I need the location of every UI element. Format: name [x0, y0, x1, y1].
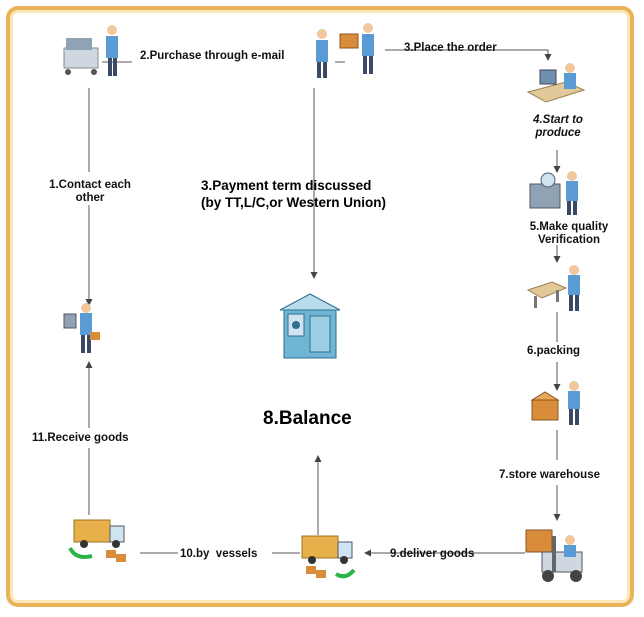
step-5-line-1: 5.Make quality: [529, 221, 609, 233]
inspection-worker-icon: [526, 265, 580, 311]
bank-safe-icon: [279, 293, 341, 359]
connector-3-4: [385, 49, 552, 61]
computer-desk-worker-icon: [526, 63, 586, 103]
step-9-deliver-label: 9.deliver goods: [390, 548, 475, 560]
step-1-text: 1.Contact each other: [49, 179, 131, 204]
receiving-truck-icon: [68, 519, 126, 562]
businessman-briefcase-icon: [63, 303, 100, 353]
step-3-place-order-label: 3.Place the order: [404, 42, 497, 54]
step-4-line-2: produce: [535, 127, 581, 139]
step-6-packing-label: 6.packing: [527, 345, 581, 357]
office-worker-cart-icon: [63, 25, 118, 76]
diagram-frame: [6, 6, 634, 607]
payment-term-line-2: (by TT,L/C,or Western Union): [201, 195, 386, 210]
forklift-worker-icon: [525, 529, 583, 582]
step-2-purchase-label: 2.Purchase through e-mail: [140, 50, 285, 62]
two-people-exchange-icon: [316, 23, 374, 78]
step-1-contact-label: 1.Contact each other: [36, 179, 144, 205]
step-11-receive-label: 11.Receive goods: [32, 432, 129, 444]
step-10-vessels-label: 10.by vessels: [180, 548, 258, 560]
delivery-truck-icon: [301, 535, 356, 579]
step-3-payment-term-label: 3.Payment term discussed (by TT,L/C,or W…: [201, 177, 386, 211]
step-5-quality-label: 5.Make quality Verification: [516, 221, 622, 247]
step-4-line-1: 4.Start to: [533, 114, 583, 126]
step-7-store-label: 7.store warehouse: [499, 469, 600, 481]
payment-term-line-1: 3.Payment term discussed: [201, 178, 372, 193]
quality-machine-worker-icon: [529, 171, 578, 215]
step-5-line-2: Verification: [538, 234, 600, 246]
step-8-balance-label: 8.Balance: [263, 408, 352, 429]
packing-worker-icon: [530, 381, 580, 425]
step-4-start-produce-label: 4.Start to produce: [518, 114, 598, 140]
